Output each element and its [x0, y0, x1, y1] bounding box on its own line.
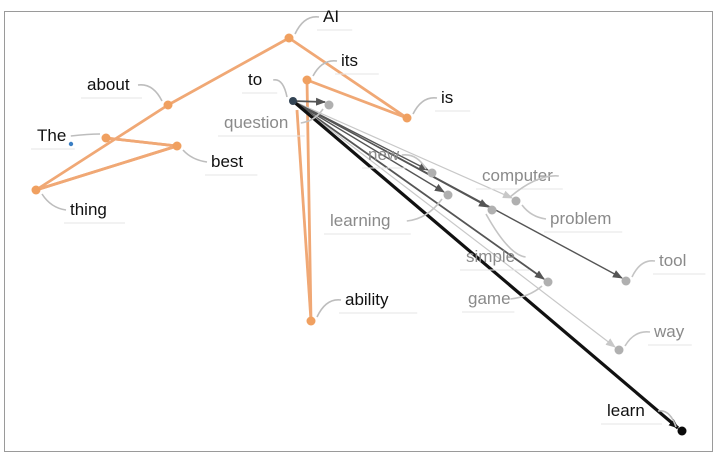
- transition-arrow: [292, 100, 445, 193]
- word-label-learning: learning: [324, 198, 443, 235]
- word-label-question: question: [218, 108, 324, 137]
- word-label-new: new: [362, 145, 427, 170]
- candidate-node: [511, 196, 521, 206]
- word-label-ai: AI: [294, 7, 353, 35]
- node-layer: [31, 33, 687, 436]
- transition-arrow: [292, 100, 513, 199]
- transition-arrow: [291, 99, 680, 430]
- label-leader: [521, 204, 547, 220]
- word-text: tool: [659, 251, 686, 270]
- word-label-the: The: [31, 126, 101, 150]
- word-text: way: [653, 322, 685, 341]
- trajectory-segment: [35, 144, 178, 192]
- label-leader: [273, 79, 288, 98]
- path-node: [31, 185, 41, 195]
- label-leader: [70, 133, 101, 137]
- word-label-best: best: [182, 149, 258, 176]
- candidate-node: [614, 345, 624, 355]
- start-node: [68, 141, 74, 147]
- trajectory-segment: [295, 109, 313, 322]
- path-node: [306, 316, 316, 326]
- path-node: [302, 75, 312, 85]
- word-label-ability: ability: [316, 290, 418, 318]
- label-leader: [300, 108, 324, 124]
- trajectory-segment: [105, 136, 178, 148]
- word-label-way: way: [624, 322, 692, 347]
- word-text: thing: [70, 200, 107, 219]
- selected-node: [677, 426, 687, 436]
- transition-arrow: [292, 100, 623, 279]
- word-text: simple: [466, 247, 515, 266]
- transition-arrow: [292, 100, 616, 348]
- word-label-its: its: [312, 51, 379, 77]
- word-label-simple: simple: [460, 213, 530, 271]
- candidate-node: [324, 100, 334, 110]
- path-node: [172, 141, 182, 151]
- arrow-layer: [291, 97, 680, 430]
- word-text: AI: [323, 7, 339, 26]
- transition-arrow: [292, 97, 326, 106]
- word-text: its: [341, 51, 358, 70]
- label-leader: [137, 84, 163, 102]
- candidate-node: [427, 168, 437, 178]
- word-text: learning: [330, 211, 391, 230]
- word-text: ability: [345, 290, 389, 309]
- transition-arrow: [292, 100, 545, 280]
- word-text: is: [441, 88, 453, 107]
- path-node: [402, 113, 412, 123]
- candidate-node: [543, 277, 553, 287]
- label-leader: [657, 410, 677, 428]
- path-node: [101, 133, 111, 143]
- word-text: best: [211, 152, 243, 171]
- label-leader: [41, 193, 67, 211]
- label-leader: [406, 198, 443, 222]
- word-label-game: game: [462, 285, 543, 313]
- label-leader: [316, 299, 342, 318]
- label-leader: [510, 285, 543, 300]
- label-leader: [485, 213, 526, 258]
- label-leader: [509, 175, 559, 198]
- label-leader: [624, 330, 651, 347]
- word-label-is: is: [412, 88, 471, 115]
- word-text: about: [87, 75, 130, 94]
- word-text: new: [368, 145, 400, 164]
- word-label-about: about: [81, 75, 163, 102]
- word-label-thing: thing: [41, 193, 125, 224]
- word-text: computer: [482, 166, 553, 185]
- word-text: game: [468, 289, 511, 308]
- word-label-problem: problem: [521, 204, 623, 233]
- current-node: [289, 97, 297, 105]
- label-leader: [401, 153, 427, 170]
- word-text: question: [224, 113, 288, 132]
- word-label-learn: learn: [601, 401, 677, 428]
- candidate-node: [621, 276, 631, 286]
- candidate-node: [487, 205, 497, 215]
- word-text: problem: [550, 209, 611, 228]
- label-leader: [182, 149, 208, 163]
- word-text: The: [37, 126, 66, 145]
- label-leader: [312, 59, 338, 77]
- path-node: [163, 100, 173, 110]
- word-text: to: [248, 70, 262, 89]
- word-label-tool: tool: [631, 251, 706, 278]
- word-text: learn: [607, 401, 645, 420]
- label-leader: [412, 97, 438, 115]
- label-leader: [294, 16, 320, 35]
- label-leader: [631, 260, 656, 278]
- candidate-node: [443, 190, 453, 200]
- word-label-to: to: [242, 70, 288, 98]
- word-label-computer: computer: [476, 166, 563, 198]
- path-node: [284, 33, 294, 43]
